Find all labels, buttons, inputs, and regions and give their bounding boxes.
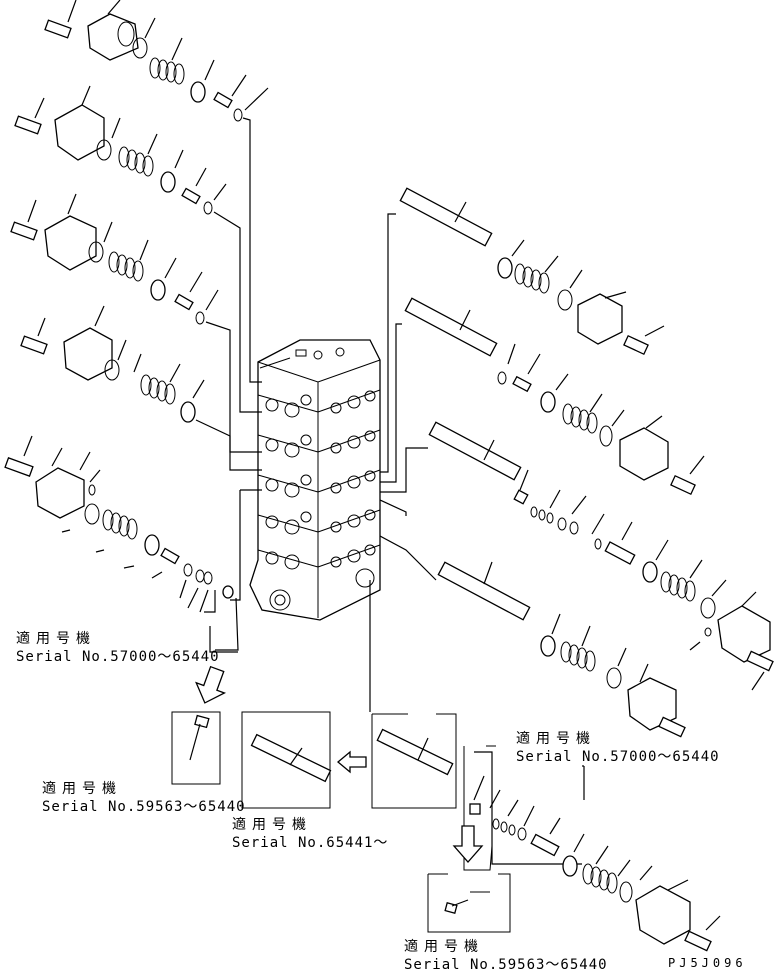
drawing-code: PJ5J096 xyxy=(668,956,747,970)
note-left-upper-title: 適用号機 xyxy=(16,631,96,647)
left-leader-lines xyxy=(195,117,262,651)
inset-box-spool-new xyxy=(241,711,332,809)
right-section-row-4 xyxy=(437,561,686,738)
note-center-title: 適用号機 xyxy=(232,817,312,833)
note-left-upper-serial: Serial No.57000～65440 xyxy=(16,649,220,665)
left-section-row-2 xyxy=(14,85,227,215)
right-section-row-3 xyxy=(428,421,774,691)
note-right-upper-title: 適用号機 xyxy=(516,731,596,747)
right-leader-lines xyxy=(369,213,585,865)
note-right-lower-title: 適用号機 xyxy=(404,939,484,955)
inset-box-spool-old xyxy=(371,713,457,809)
right-section-row-1 xyxy=(399,187,665,356)
note-right-upper-serial: Serial No.57000～65440 xyxy=(516,749,720,765)
control-valve-body xyxy=(249,339,381,621)
left-arrow-icon xyxy=(336,750,367,774)
note-right-lower-serial: Serial No.59563～65440 xyxy=(404,957,608,973)
left-section-row-5 xyxy=(4,435,234,613)
label-leaders xyxy=(209,626,584,767)
down-arrow-icon xyxy=(195,665,227,704)
note-left-lower-serial: Serial No.59563～65440 xyxy=(42,799,246,815)
note-left-lower-title: 適用号機 xyxy=(42,781,122,797)
right-lower-assembly xyxy=(562,833,721,952)
note-center-serial: Serial No.65441～ xyxy=(232,835,389,851)
left-section-row-3 xyxy=(10,193,219,325)
down-arrow-icon-right xyxy=(452,825,484,863)
inset-box-lower-detail xyxy=(427,873,511,933)
inset-box-left-detail xyxy=(171,711,221,785)
right-section-row-2 xyxy=(404,297,705,496)
inset-box-right-detail xyxy=(463,745,561,871)
left-section-row-4 xyxy=(20,305,205,423)
left-section-row-1 xyxy=(44,0,269,122)
